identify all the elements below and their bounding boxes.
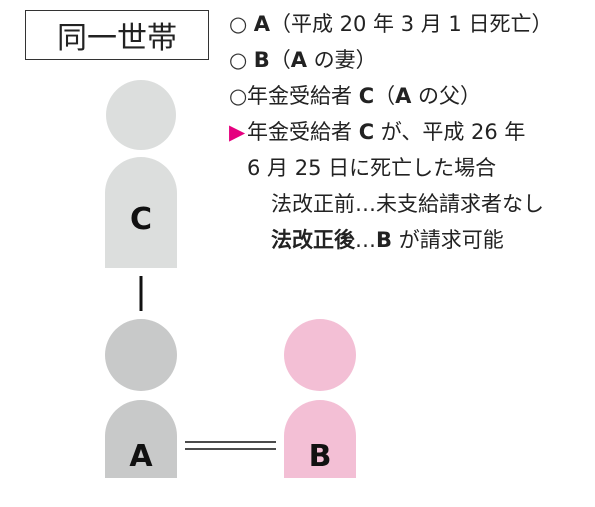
person-c-head (106, 80, 176, 150)
arrow-bullet-icon: ▶ (229, 120, 246, 144)
note-text: の父） (411, 84, 482, 108)
person-c-letter: C (130, 202, 152, 237)
note-text: … (355, 228, 376, 252)
note-text: の妻） (306, 48, 377, 72)
note-text: が、平成 26 年 (374, 120, 526, 144)
note-person-ref: A (290, 48, 307, 72)
bullet-circle-icon: ○ (229, 48, 248, 72)
person-a-head (105, 319, 177, 391)
person-a-body (105, 400, 177, 478)
person-b-body (284, 400, 356, 478)
person-c-body (105, 157, 177, 268)
note-person-name: C (358, 84, 375, 108)
note-text: （平成 20 年 3 月 1 日死亡） (269, 12, 553, 36)
note-text: 年金受給者 (247, 84, 359, 108)
household-label: 同一世帯 (25, 10, 209, 60)
note-person-name: C (358, 120, 375, 144)
bullet-circle-icon: ○ (229, 84, 248, 108)
note-text: が請求可能 (392, 228, 504, 252)
note-line-1: ○ A（平成 20 年 3 月 1 日死亡） (229, 6, 552, 42)
note-text: （ (269, 48, 291, 72)
note-text: （ (374, 84, 396, 108)
note-text: 年金受給者 (247, 120, 359, 144)
note-person-name: B (376, 228, 393, 252)
note-line-2: ○ B（A の妻） (229, 42, 377, 78)
note-line-4: ▶年金受給者 C が、平成 26 年 (229, 114, 525, 150)
note-line-5: 6 月 25 日に死亡した場合 (247, 156, 497, 180)
note-line-7: 法改正後…B が請求可能 (271, 222, 504, 258)
note-bold-label: 法改正後 (271, 228, 355, 252)
note-line-3: ○年金受給者 C（A の父） (229, 78, 481, 114)
bullet-circle-icon: ○ (229, 12, 248, 36)
note-person-name: B (253, 48, 270, 72)
note-person-ref: A (395, 84, 412, 108)
person-a-letter: A (129, 439, 153, 474)
note-line-6: 法改正前…未支給請求者なし (271, 192, 544, 216)
note-person-name: A (253, 12, 270, 36)
person-b-letter: B (309, 439, 332, 474)
person-b-head (284, 319, 356, 391)
